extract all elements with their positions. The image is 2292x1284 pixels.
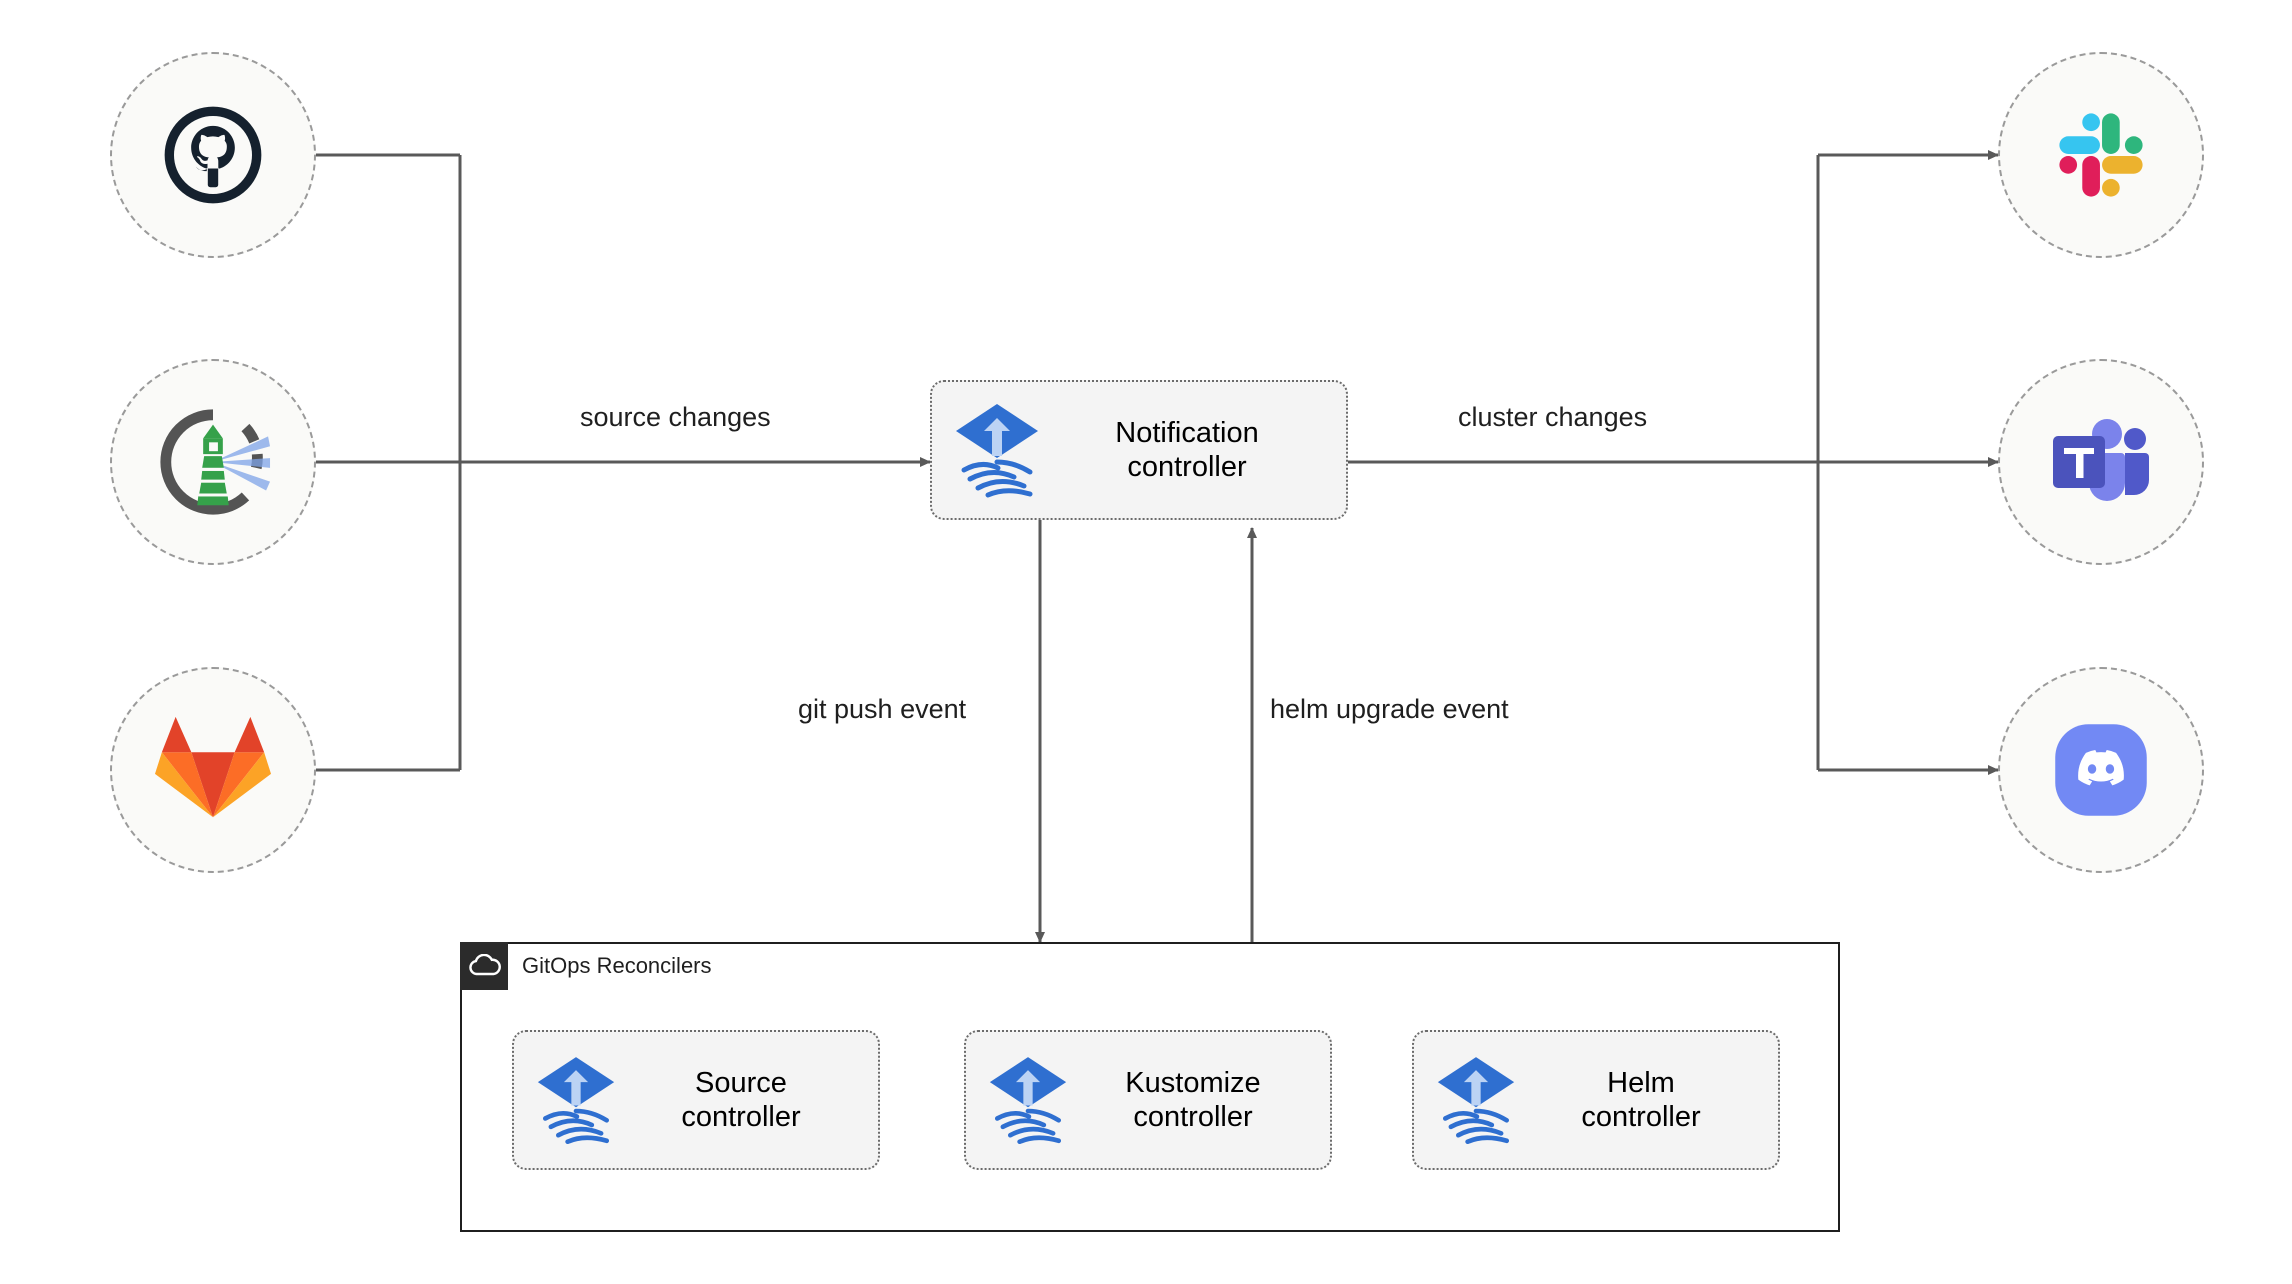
source-controller-label: Source controller <box>681 1066 801 1133</box>
edge-label-source-changes: source changes <box>572 400 779 435</box>
source-node-flux[interactable] <box>110 359 316 565</box>
flux-controller-icon <box>536 1051 616 1150</box>
cloud-icon <box>460 942 508 990</box>
destination-node-discord[interactable] <box>1998 667 2204 873</box>
flux-controller-icon <box>1436 1051 1516 1150</box>
edge-label-git-push-event: git push event <box>790 692 975 727</box>
helm-controller-label: Helm controller <box>1581 1066 1701 1133</box>
notification-controller-label: Notification controller <box>1115 416 1259 483</box>
helm-controller-box[interactable]: Helm controller <box>1412 1030 1780 1170</box>
gitlab-icon <box>154 716 272 818</box>
edge-label-cluster-changes: cluster changes <box>1450 400 1656 435</box>
kustomize-controller-label: Kustomize controller <box>1125 1066 1261 1133</box>
discord-icon <box>2055 724 2147 816</box>
destination-node-teams[interactable] <box>1998 359 2204 565</box>
microsoft-teams-icon <box>2053 419 2149 501</box>
gitops-reconcilers-title: GitOps Reconcilers <box>522 953 712 978</box>
source-controller-box[interactable]: Source controller <box>512 1030 880 1170</box>
flux-controller-icon <box>988 1051 1068 1150</box>
destination-node-slack[interactable] <box>1998 52 2204 258</box>
slack-icon <box>2059 113 2143 197</box>
source-node-github[interactable] <box>110 52 316 258</box>
edge-label-helm-upgrade-event: helm upgrade event <box>1262 692 1517 727</box>
gitops-reconcilers-header: GitOps Reconcilers <box>460 942 712 990</box>
source-node-gitlab[interactable] <box>110 667 316 873</box>
kustomize-controller-box[interactable]: Kustomize controller <box>964 1030 1332 1170</box>
flux-icon <box>160 409 271 515</box>
github-icon <box>164 106 262 204</box>
notification-controller-box[interactable]: Notification controller <box>930 380 1348 520</box>
flux-controller-icon <box>954 398 1040 503</box>
